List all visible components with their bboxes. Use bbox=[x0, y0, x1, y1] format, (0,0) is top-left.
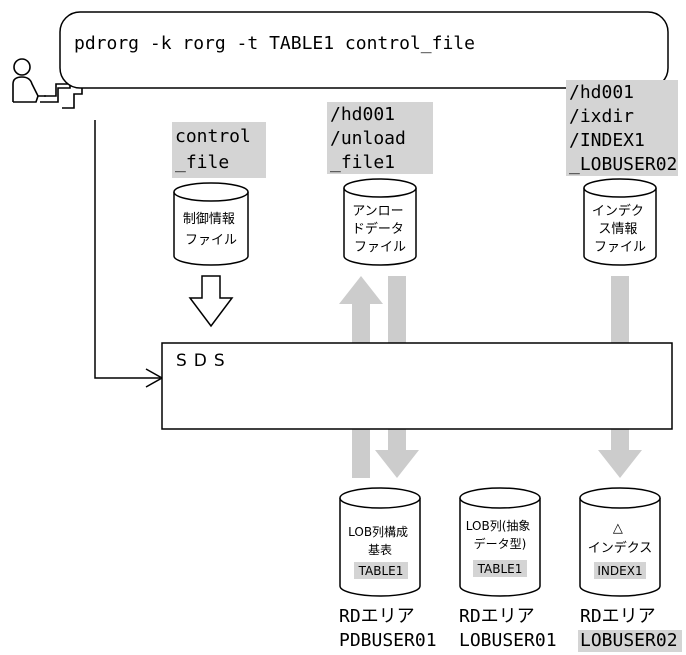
rdarea-lobuser02-cylinder-label: △ インデクス bbox=[588, 521, 653, 556]
command-box bbox=[59, 11, 669, 89]
control-file-cylinder-label: 制御情報 ファイル bbox=[183, 212, 239, 248]
control-file-path-highlight bbox=[172, 122, 266, 178]
command-connector-line bbox=[94, 120, 160, 379]
index-file-cylinder bbox=[583, 178, 657, 266]
unload-file-path-highlight bbox=[327, 102, 433, 174]
rdarea-lobuser01-badge-bg bbox=[473, 560, 527, 577]
rdarea-lobuser01-cylinder-label: LOB列(抽象 データ型) bbox=[466, 519, 534, 551]
control-file-input-arrow bbox=[188, 275, 234, 328]
rdarea-lobuser02-badge-bg bbox=[594, 562, 646, 579]
unload-file-cylinder bbox=[343, 178, 417, 266]
unload-file-cylinder-label: アンロー ドデータ ファイル bbox=[352, 204, 408, 255]
control-file-cylinder bbox=[173, 182, 249, 266]
rdarea-lobuser02-badge: INDEX1 bbox=[597, 564, 642, 578]
index-file-path: /hd001 /ixdir /INDEX1 _LOBUSER02 bbox=[569, 82, 677, 175]
rdarea-pdbuser01-cylinder bbox=[339, 487, 421, 597]
command-text: pdrorg -k rorg -t TABLE1 control_file bbox=[74, 33, 475, 54]
rdarea-lobuser01-badge: TABLE1 bbox=[477, 562, 523, 576]
rdarea-lobuser01-label: RDエリア LOBUSER01 bbox=[459, 606, 557, 651]
rdarea-pdbuser01-cylinder-label: LOB列構成 基表 bbox=[348, 525, 412, 557]
rdarea-pdbuser01-label: RDエリア PDBUSER01 bbox=[339, 606, 437, 651]
index-file-path-highlight bbox=[566, 80, 678, 176]
rdarea-lobuser02-label: RDエリア LOBUSER02 bbox=[580, 606, 678, 651]
control-file-path: control _file bbox=[175, 126, 262, 173]
sds-box bbox=[161, 342, 673, 430]
unload-file-path: /hd001 /unload _file1 bbox=[330, 104, 417, 173]
rdarea-lobuser02-name-highlight bbox=[578, 630, 682, 652]
index-file-cylinder-label: インデク ス情報 ファイル bbox=[592, 203, 648, 255]
rdarea-pdbuser01-badge-bg bbox=[354, 562, 408, 579]
rdarea-pdbuser01-badge: TABLE1 bbox=[358, 564, 404, 578]
sds-label: SDS bbox=[176, 351, 232, 371]
